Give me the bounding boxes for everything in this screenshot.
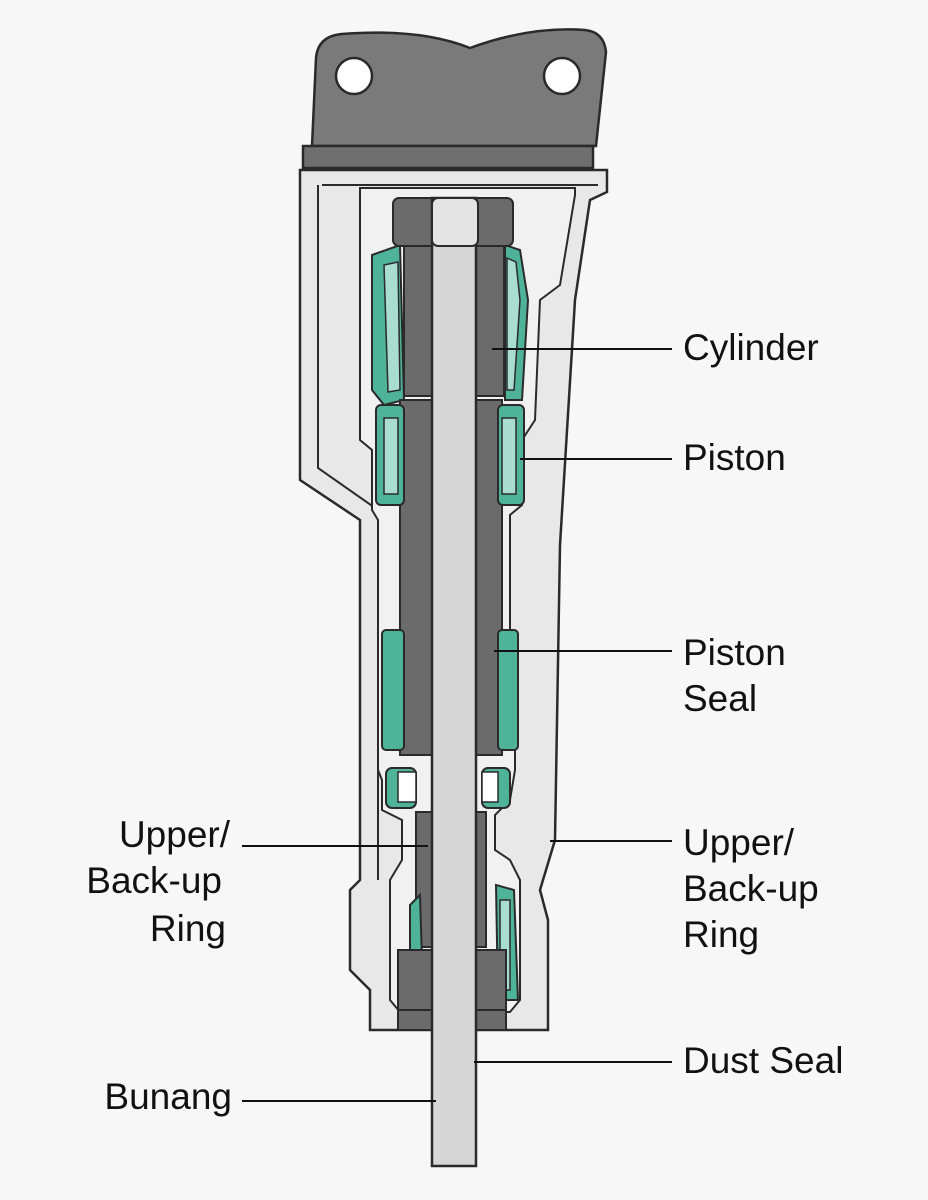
piston-seal-right: [497, 629, 519, 751]
backup-ring-left-inner: [397, 771, 417, 803]
label-piston: Piston: [683, 437, 786, 478]
label-cylinder: Cylinder: [683, 327, 819, 368]
mount-hole-left: [334, 56, 374, 96]
label-upper-backup-right-line1: Upper/: [683, 822, 795, 863]
mounting-bracket: [310, 28, 608, 148]
label-upper-backup-left-line2: Back-up: [86, 860, 222, 901]
piston-guide-ring-right-inner: [501, 417, 517, 495]
label-bunang: Bunang: [104, 1076, 232, 1117]
head-seal-left-inner: [383, 261, 401, 393]
label-piston-seal-line1: Piston: [683, 632, 786, 673]
rod-cap: [431, 197, 479, 247]
label-upper-backup-right-line3: Ring: [683, 914, 760, 955]
backup-ring-right-inner: [481, 771, 499, 803]
label-piston-seal-line2: Seal: [683, 678, 758, 719]
head-seal-right-inner: [506, 256, 521, 391]
label-upper-backup-left-line3: Ring: [149, 908, 226, 949]
label-upper-backup-right-line2: Back-up: [683, 868, 819, 909]
mount-flange: [301, 144, 595, 170]
label-upper-backup-left-line1: Upper/: [118, 814, 230, 855]
label-dust-seal: Dust Seal: [683, 1040, 844, 1081]
piston-guide-ring-left-inner: [383, 417, 399, 495]
mount-hole-right: [542, 56, 582, 96]
piston-rod: [430, 196, 478, 1168]
piston-seal-left: [381, 629, 405, 751]
